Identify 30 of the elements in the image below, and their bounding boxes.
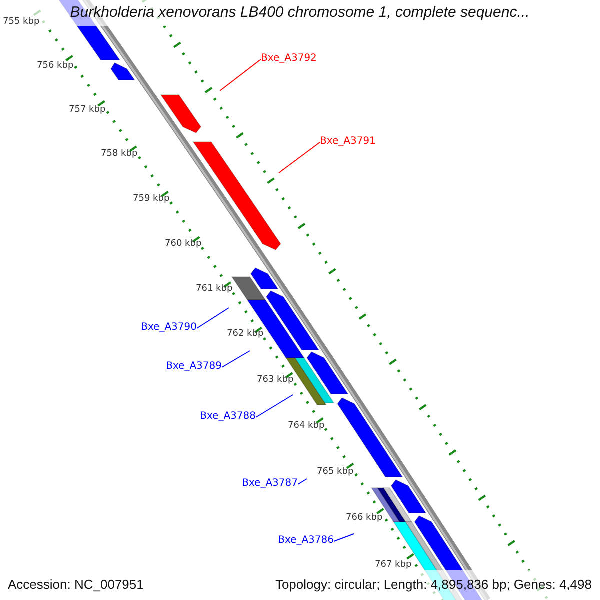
scale-label: 762 kbp: [227, 329, 264, 340]
scale-label: 764 kbp: [288, 421, 325, 432]
gene-label: Bxe_A3787: [242, 477, 298, 490]
gene-label: Bxe_A3790: [141, 321, 197, 334]
leader-line: [256, 394, 294, 418]
scale-label: 766 kbp: [346, 513, 383, 524]
gene-label: Bxe_A3789: [166, 360, 222, 373]
scale-label: 756 kbp: [37, 61, 74, 72]
accession-text: Accession: NC_007951: [8, 576, 144, 594]
scale-label: 765 kbp: [317, 467, 354, 478]
scale-label: 767 kbp: [375, 560, 412, 571]
genome-summary-text: Topology: circular; Length: 4,895,836 bp; Genes: 4,498: [275, 576, 592, 594]
leader-line: [220, 59, 262, 92]
leader-line: [196, 308, 230, 329]
gene-label: Bxe_A3792: [261, 52, 317, 65]
leader-line: [222, 350, 250, 368]
title: Burkholderia xenovorans LB400 chromosome 1, complete sequenc...: [70, 2, 530, 23]
gene-label: Bxe_A3791: [320, 135, 376, 148]
scale-label: 759 kbp: [133, 194, 170, 205]
leader-line: [278, 142, 320, 174]
scale-label: 761 kbp: [196, 284, 233, 295]
gene-label: Bxe_A3788: [200, 410, 256, 423]
gene-label: Bxe_A3786: [278, 534, 334, 547]
scale-label: 758 kbp: [101, 149, 138, 160]
scale-label: 760 kbp: [165, 239, 202, 250]
scale-label: 763 kbp: [257, 375, 294, 386]
scale-label: 757 kbp: [69, 105, 106, 116]
leader-line: [298, 478, 308, 485]
scale-label: 755 kbp: [3, 17, 40, 28]
leader-line: [334, 534, 354, 542]
